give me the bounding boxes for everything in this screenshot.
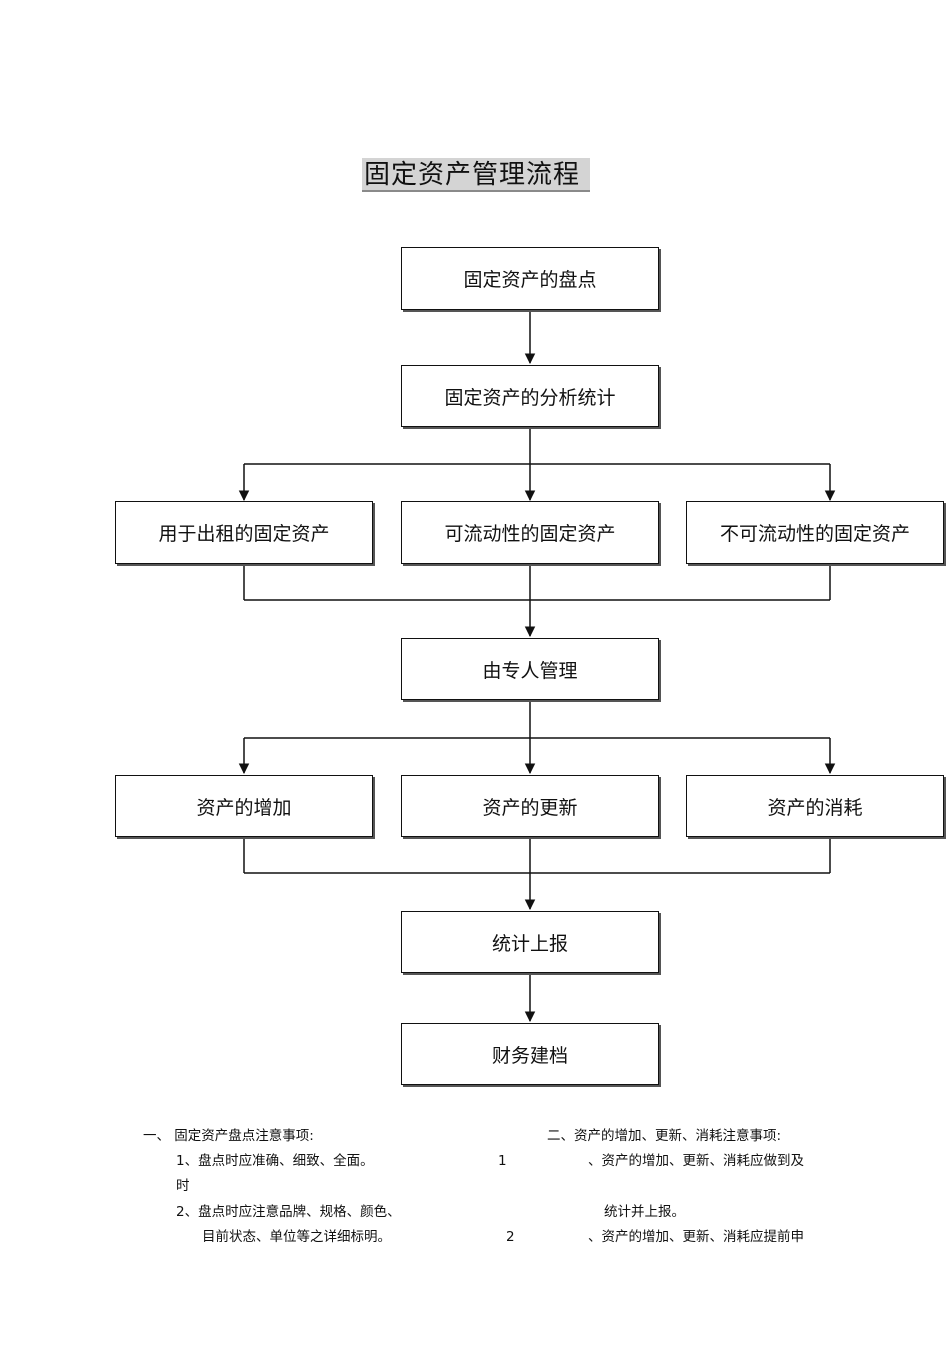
- node-statistical-report: 统计上报: [401, 911, 659, 973]
- node-leased-assets: 用于出租的固定资产: [115, 501, 373, 564]
- notes-left-item-2: 2、盘点时应注意品牌、规格、颜色、: [176, 1204, 401, 1220]
- notes-right-num-2: 2: [506, 1229, 515, 1245]
- notes-right-item-2: 、资产的增加、更新、消耗应提前申: [588, 1229, 804, 1245]
- node-asset-consumption: 资产的消耗: [686, 775, 944, 837]
- node-asset-increase: 资产的增加: [115, 775, 373, 837]
- node-inventory: 固定资产的盘点: [401, 247, 659, 310]
- notes-left-item-2-cont: 目前状态、单位等之详细标明。: [202, 1229, 391, 1245]
- notes-left-item-1-wrap: 时: [176, 1178, 190, 1194]
- node-liquid-assets: 可流动性的固定资产: [401, 501, 659, 564]
- notes-right-num-1: 1: [498, 1153, 507, 1169]
- notes-right-item-1-cont: 统计并上报。: [604, 1204, 685, 1220]
- notes-right-heading: 二、资产的增加、更新、消耗注意事项:: [547, 1128, 782, 1144]
- node-non-liquid-assets: 不可流动性的固定资产: [686, 501, 944, 564]
- node-asset-update: 资产的更新: [401, 775, 659, 837]
- page-title: 固定资产管理流程: [362, 158, 590, 192]
- node-analysis: 固定资产的分析统计: [401, 365, 659, 427]
- notes-left-item-1: 1、盘点时应准确、细致、全面。: [176, 1153, 374, 1169]
- notes-left-heading: 一、 固定资产盘点注意事项:: [143, 1128, 314, 1144]
- node-dedicated-management: 由专人管理: [401, 638, 659, 700]
- notes-right-item-1: 、资产的增加、更新、消耗应做到及: [588, 1153, 804, 1169]
- node-financial-archive: 财务建档: [401, 1023, 659, 1085]
